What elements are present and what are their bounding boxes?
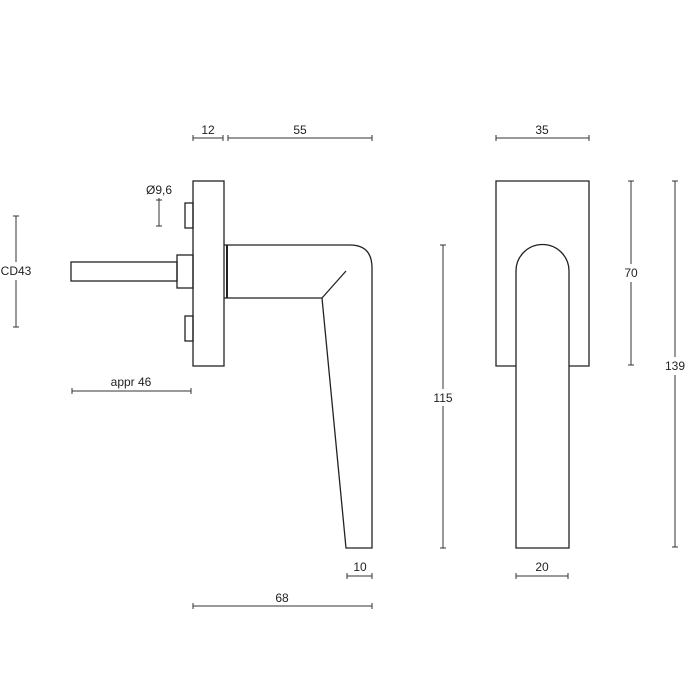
dimension-labels: 12 55 Ø9,6 CD43 appr 46 68 10 115 35 70 … bbox=[1, 123, 686, 605]
dim-line-139 bbox=[672, 180, 678, 548]
dim-line-20 bbox=[515, 573, 569, 579]
grip-front bbox=[515, 243, 570, 549]
spindle-collar bbox=[176, 254, 194, 289]
dim-line-70 bbox=[628, 180, 634, 366]
handle-chamfer bbox=[321, 270, 347, 299]
dim-line-55 bbox=[227, 135, 373, 141]
label-68: 68 bbox=[275, 591, 289, 605]
handle-profile bbox=[224, 244, 373, 549]
label-cd43: CD43 bbox=[1, 264, 32, 278]
label-20: 20 bbox=[535, 560, 549, 574]
dim-line-68 bbox=[192, 603, 373, 609]
label-139: 139 bbox=[665, 359, 685, 373]
dim-line-12 bbox=[192, 135, 224, 141]
label-115: 115 bbox=[433, 391, 452, 405]
fixing-boss-top bbox=[184, 202, 194, 229]
fixing-boss-bottom bbox=[184, 315, 194, 342]
label-35: 35 bbox=[535, 123, 549, 137]
label-diameter: Ø9,6 bbox=[146, 183, 172, 197]
dim-line-cd43 bbox=[13, 215, 19, 328]
label-12: 12 bbox=[201, 123, 215, 137]
dim-line-10 bbox=[346, 573, 373, 579]
dim-line-35 bbox=[495, 135, 590, 141]
label-appr46: appr 46 bbox=[111, 375, 152, 389]
label-10: 10 bbox=[353, 560, 367, 574]
side-view bbox=[70, 180, 373, 549]
label-70: 70 bbox=[624, 266, 638, 280]
spindle bbox=[70, 261, 178, 282]
front-view bbox=[495, 180, 590, 549]
dimension-lines bbox=[13, 135, 678, 609]
label-55: 55 bbox=[293, 123, 307, 137]
dim-line-appr46 bbox=[71, 388, 192, 394]
dim-line-diameter bbox=[156, 198, 162, 227]
rose-plate bbox=[192, 180, 225, 367]
rose-plate-front bbox=[495, 180, 590, 367]
dim-line-115 bbox=[440, 244, 446, 549]
